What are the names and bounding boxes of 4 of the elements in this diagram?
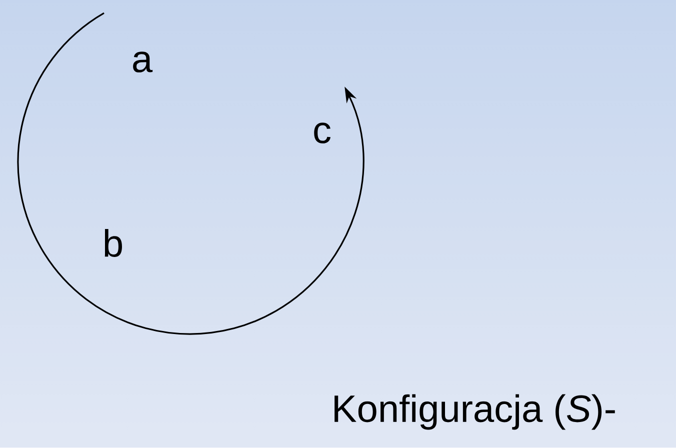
text-label: c	[314, 122, 330, 144]
text-label: b	[104, 229, 122, 257]
text-label: a	[133, 52, 153, 72]
text-label: Konfiguracja (S)-	[334, 394, 615, 430]
